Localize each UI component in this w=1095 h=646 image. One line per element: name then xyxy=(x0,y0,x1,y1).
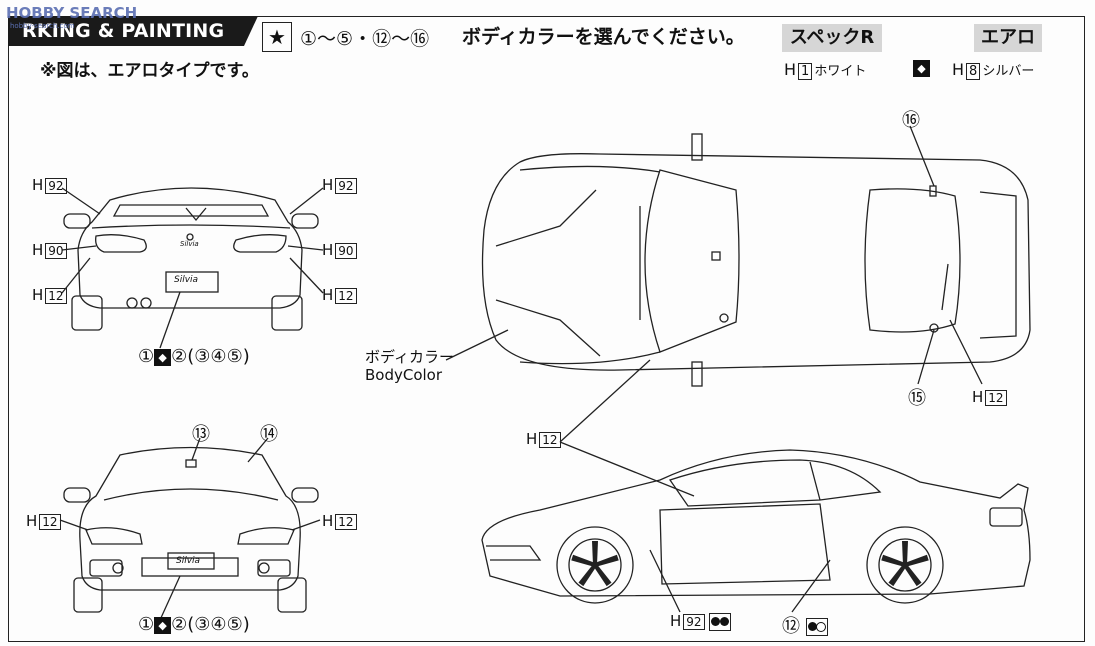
color-chip-icon xyxy=(805,618,828,636)
rear-plate-text: Silvia xyxy=(174,275,199,285)
color-instruction: ボディカラーを選んでください。 xyxy=(462,26,745,48)
front-decal-14: ⑭ xyxy=(260,424,278,445)
section-title: RKING & PAINTING xyxy=(8,16,258,46)
spec-r-title: スペックR xyxy=(782,24,882,52)
watermark-url: hobby-search.com xyxy=(10,22,75,30)
aero-type-note: ※図は、エアロタイプです。 xyxy=(40,61,259,81)
front-plate-text: Silvia xyxy=(176,556,201,566)
rear-decal-caption: ①◆②(③④⑤) xyxy=(138,346,250,367)
rear-badge-text: Silvia xyxy=(180,240,199,248)
body-color-label: ボディカラー BodyColor xyxy=(365,348,454,384)
mix-icon: ◆ xyxy=(154,616,172,634)
top-view-drawing xyxy=(445,125,1031,387)
decal-range: ①～⑤・⑫～⑯ xyxy=(300,28,430,50)
top-decal-16: ⑯ xyxy=(902,110,920,131)
aero-title: エアロ xyxy=(974,24,1042,52)
front-view-drawing xyxy=(59,437,321,621)
side-view-drawing xyxy=(481,359,1031,613)
front-decal-caption: ①◆②(③④⑤) xyxy=(138,614,250,635)
page-frame xyxy=(8,16,1085,642)
color-chip-icon xyxy=(709,612,732,631)
side-decal-12: ⑫ xyxy=(782,612,828,638)
mix-icon: ◆ xyxy=(913,58,930,77)
front-decal-13: ⑬ xyxy=(192,424,210,445)
rear-view-drawing xyxy=(61,187,324,349)
mix-icon: ◆ xyxy=(154,348,172,366)
star-icon: ★ xyxy=(262,22,292,52)
watermark: HOBBY SEARCH xyxy=(6,4,138,22)
top-decal-15: ⑮ xyxy=(908,388,926,409)
